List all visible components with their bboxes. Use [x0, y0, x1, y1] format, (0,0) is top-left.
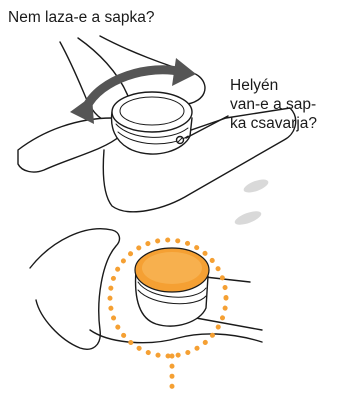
cap-screw-question-line: Helyén [230, 76, 317, 95]
palm [30, 229, 119, 349]
shadow-mark [242, 177, 270, 195]
thumb [90, 330, 262, 343]
shadow-mark [233, 209, 263, 228]
cap-screw-question-line: van-e a sap- [230, 95, 317, 114]
cap-loose-question: Nem laza-e a sapka? [8, 8, 154, 27]
cap-highlight-inner [142, 252, 202, 284]
cap-screw-question: Helyén van-e a sap- ka csavarja? [230, 76, 317, 133]
cap-top [112, 92, 192, 132]
cap-screw-question-line: ka csavarja? [230, 114, 317, 133]
